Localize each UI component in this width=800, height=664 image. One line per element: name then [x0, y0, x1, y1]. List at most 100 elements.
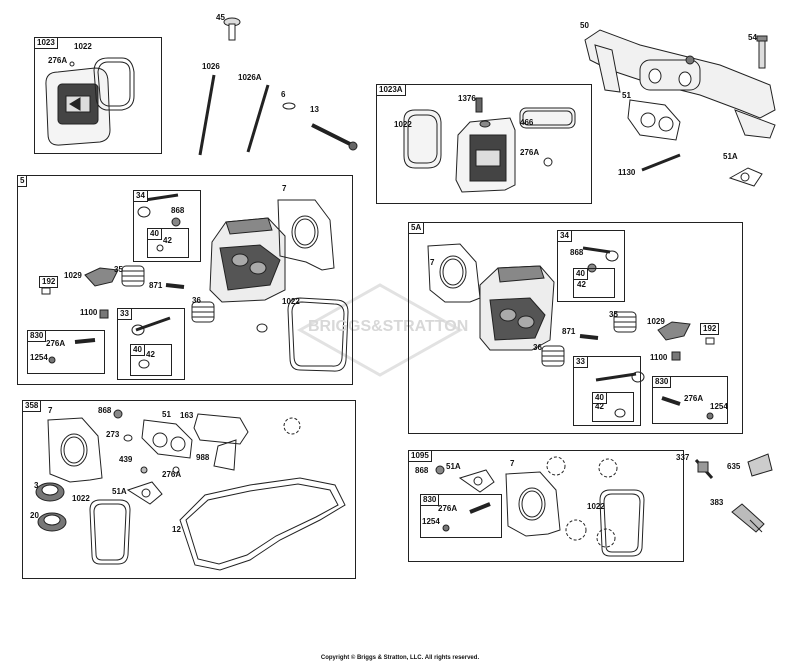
gasket-51A-358	[126, 481, 163, 505]
watermark-emblem	[296, 283, 464, 377]
label-1022: 1022	[394, 120, 412, 129]
kit-1095-box	[408, 450, 684, 562]
label-276A-358: 276A	[162, 470, 182, 479]
label-51: 51	[622, 91, 631, 100]
spark-plug-337	[694, 459, 714, 479]
ghost-parts-1095	[546, 456, 618, 548]
pin-871	[165, 283, 185, 289]
kit-5-sub-830	[27, 330, 105, 374]
label-42-5A: 42	[577, 280, 586, 289]
label-988: 988	[196, 453, 210, 462]
label-1130: 1130	[618, 168, 636, 177]
bolt-45	[223, 17, 241, 41]
label-13: 13	[310, 105, 319, 114]
seal-3	[35, 482, 65, 502]
label-1254-5A: 1254	[710, 402, 728, 411]
label-276A: 276A	[520, 148, 540, 157]
kit-5-sub-33-tab[interactable]: 33	[117, 308, 132, 320]
kit-5A-sub-40-tab[interactable]: 40	[573, 268, 588, 280]
stud-830-5	[48, 338, 96, 364]
push-rod-1026	[198, 74, 216, 156]
kit-1095-sub-830-tab[interactable]: 830	[420, 494, 440, 506]
kit-5A-sub-40b-tab[interactable]: 40	[592, 392, 607, 404]
kit-1023A-tab[interactable]: 1023A	[376, 84, 406, 96]
kit-5-sub-40b	[130, 344, 172, 376]
clip-192-5A	[705, 337, 715, 345]
kit-5A-192-tab[interactable]: 192	[700, 323, 720, 335]
keeper-868-1095	[435, 465, 445, 475]
clip-192	[41, 287, 51, 295]
bolt-54	[756, 35, 768, 69]
spring-35-5A	[613, 311, 637, 333]
spark-plug-boot-635	[747, 453, 773, 477]
kit-5-sub-40-tab[interactable]: 40	[147, 228, 162, 240]
bolt-13	[311, 123, 358, 151]
gasket-51A-1095	[458, 469, 495, 493]
label-1022-1095: 1022	[587, 502, 605, 511]
kit-5A-sub-34-tab[interactable]: 34	[557, 230, 572, 242]
kit-5A-sub-40b	[592, 392, 634, 422]
label-868: 868	[171, 206, 185, 215]
rocker-arm-1029	[84, 267, 119, 287]
cylinder-head-5A	[479, 265, 555, 351]
label-51A-358: 51A	[112, 487, 127, 496]
kit-5-sub-830-tab[interactable]: 830	[27, 330, 47, 342]
label-276A-5A: 276A	[684, 394, 704, 403]
label-1026A: 1026A	[238, 73, 262, 82]
kit-5-sub-34-tab[interactable]: 34	[133, 190, 148, 202]
label-42b: 42	[146, 350, 155, 359]
keeper-868-358	[113, 409, 123, 419]
valve-cover-part	[45, 57, 135, 146]
label-635: 635	[727, 462, 741, 471]
washer-273	[123, 434, 133, 442]
pin-871-5A	[579, 334, 599, 340]
label-1100: 1100	[80, 308, 98, 317]
label-54: 54	[748, 33, 757, 42]
label-439: 439	[119, 455, 133, 464]
label-42b-5A: 42	[595, 402, 604, 411]
kit-5A-sub-33-tab[interactable]: 33	[573, 356, 588, 368]
valve-33-5	[131, 316, 171, 336]
washer-6	[282, 102, 296, 110]
label-1022-358: 1022	[72, 494, 90, 503]
rocker-arm-1029-5A	[657, 321, 691, 341]
copyright: Copyright © Briggs & Stratton, LLC. All …	[320, 655, 480, 661]
kit-5A-tab[interactable]: 5A	[408, 222, 425, 234]
seal-40	[138, 359, 150, 369]
label-36: 36	[192, 296, 201, 305]
seal-40-5A	[614, 408, 626, 418]
kit-1023-tab[interactable]: 1023	[34, 37, 58, 49]
label-1022-5: 1022	[282, 297, 300, 306]
kit-1095-tab[interactable]: 1095	[408, 450, 432, 462]
ghost-gasket-358	[283, 417, 301, 435]
label-1376: 1376	[458, 94, 476, 103]
label-1100-5A: 1100	[650, 353, 668, 362]
crankcase-gasket-12	[179, 477, 346, 571]
label-50: 50	[580, 21, 589, 30]
kit-5A-sub-830-tab[interactable]: 830	[652, 376, 672, 388]
push-rod-1026A	[246, 84, 270, 153]
valve-33-5A	[595, 371, 645, 383]
label-7-5A: 7	[430, 258, 435, 267]
washer-276A-358	[172, 466, 180, 474]
gasket-51	[627, 99, 681, 141]
valve-34-5A	[582, 246, 619, 262]
ignition-part-383	[731, 503, 765, 533]
label-42: 42	[163, 236, 172, 245]
label-383: 383	[710, 498, 724, 507]
kit-5-192-tab[interactable]: 192	[39, 276, 59, 288]
valve-cover-1023A	[403, 97, 576, 193]
label-1254: 1254	[30, 353, 48, 362]
label-1022: 1022	[74, 42, 92, 51]
keeper-868	[171, 217, 181, 227]
label-1029-5A: 1029	[647, 317, 665, 326]
kit-358-tab[interactable]: 358	[22, 400, 42, 412]
kit-5-tab[interactable]: 5	[17, 175, 28, 187]
valve-cover-gasket-358	[89, 499, 131, 565]
valve-cover-gasket-5	[287, 297, 349, 372]
retainer-42	[156, 244, 164, 252]
kit-1095-sub-830	[420, 494, 502, 538]
valve-cover-gasket-1095	[599, 489, 645, 557]
kit-5-sub-40b-tab[interactable]: 40	[130, 344, 145, 356]
